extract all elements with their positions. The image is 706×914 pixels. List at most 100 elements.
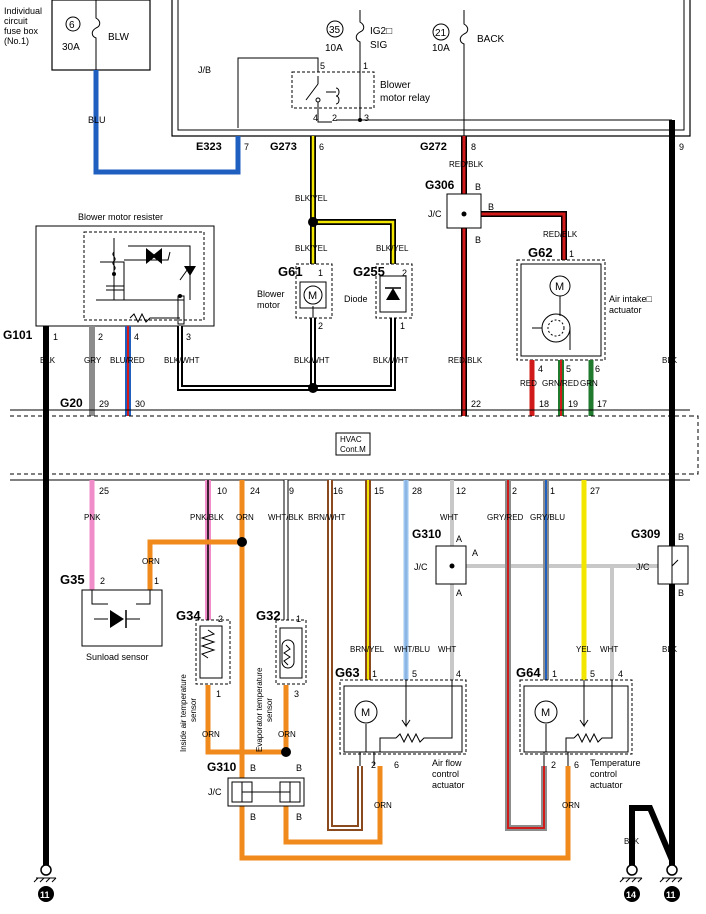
svg-text:B: B xyxy=(296,763,302,773)
svg-text:B: B xyxy=(475,182,481,192)
svg-text:G32: G32 xyxy=(256,608,281,623)
svg-text:sensor: sensor xyxy=(265,698,274,722)
svg-text:19: 19 xyxy=(568,399,578,409)
wire-orn-g63 xyxy=(283,766,383,845)
svg-text:21: 21 xyxy=(435,28,447,39)
svg-text:A: A xyxy=(456,534,462,544)
svg-text:RED/BLK: RED/BLK xyxy=(448,356,483,365)
svg-text:8: 8 xyxy=(471,142,476,152)
g61-blower-motor: M G61 1 2 Blower motor xyxy=(257,263,333,331)
svg-text:M: M xyxy=(555,281,564,293)
svg-text:J/C: J/C xyxy=(208,787,222,797)
svg-text:Blower: Blower xyxy=(380,80,411,91)
svg-text:1: 1 xyxy=(216,689,221,699)
svg-text:G310: G310 xyxy=(207,760,237,774)
svg-text:M: M xyxy=(361,707,370,719)
svg-text:2: 2 xyxy=(512,486,517,496)
g63-air-flow-control-actuator: M G63 1 5 4 2 6 Air flow control actuato… xyxy=(335,665,467,790)
svg-text:1: 1 xyxy=(550,486,555,496)
svg-text:1: 1 xyxy=(318,268,323,278)
svg-text:Diode: Diode xyxy=(344,294,368,304)
svg-text:J/C: J/C xyxy=(414,562,428,572)
svg-text:ORN: ORN xyxy=(142,557,160,566)
svg-text:17: 17 xyxy=(597,399,607,409)
svg-text:control: control xyxy=(432,769,459,779)
svg-text:2: 2 xyxy=(551,760,556,770)
blower-motor-relay: 5 1 4 2 3 Blower motor relay xyxy=(237,57,672,128)
svg-text:6: 6 xyxy=(595,364,600,374)
svg-text:1: 1 xyxy=(552,669,557,679)
svg-text:3: 3 xyxy=(186,332,191,342)
svg-text:GRN: GRN xyxy=(580,379,598,388)
g310-top-junction: J/C G310 A A A xyxy=(412,527,478,598)
svg-text:HVAC: HVAC xyxy=(340,435,362,444)
e323-label: E323 xyxy=(196,141,222,153)
svg-text:IG2□: IG2□ xyxy=(370,26,392,37)
svg-text:G61: G61 xyxy=(278,264,303,279)
svg-text:B: B xyxy=(296,812,302,822)
g273-label: G273 xyxy=(270,141,297,153)
svg-text:YEL: YEL xyxy=(576,645,592,654)
svg-text:ORN: ORN xyxy=(236,513,254,522)
svg-text:GRY/BLU: GRY/BLU xyxy=(530,513,565,522)
svg-text:Evaporator temperature: Evaporator temperature xyxy=(255,667,264,752)
svg-text:1: 1 xyxy=(363,61,368,71)
svg-text:BLK/WHT: BLK/WHT xyxy=(294,356,330,365)
g32-evaporator-temperature-sensor: G32 1 3 Evaporator temperature sensor xyxy=(255,608,307,752)
fuse-back: 21 10A BACK xyxy=(432,10,505,136)
svg-text:6: 6 xyxy=(574,760,579,770)
g34-inside-air-temperature-sensor: G34 2 1 Inside air temperature sensor xyxy=(176,608,231,752)
svg-text:1: 1 xyxy=(154,576,159,586)
svg-text:BLK: BLK xyxy=(662,645,678,654)
svg-text:BLK/YEL: BLK/YEL xyxy=(295,244,328,253)
svg-text:4: 4 xyxy=(313,113,318,123)
junction-block-frame xyxy=(51,0,691,137)
wire-blk-wht-loop xyxy=(177,306,396,393)
fuse-box-label: Individual circuit fuse box (No.1) xyxy=(4,6,45,46)
svg-text:ORN: ORN xyxy=(202,730,220,739)
svg-text:J/C: J/C xyxy=(636,562,650,572)
svg-text:B: B xyxy=(475,235,481,245)
svg-text:BLK: BLK xyxy=(624,837,640,846)
svg-text:1: 1 xyxy=(569,249,574,259)
svg-text:G20: G20 xyxy=(60,396,83,410)
jb-label: J/B xyxy=(198,65,211,75)
ground-11-left: 11 xyxy=(33,864,57,902)
svg-text:B: B xyxy=(678,588,684,598)
svg-text:18: 18 xyxy=(539,399,549,409)
svg-text:2: 2 xyxy=(98,332,103,342)
svg-text:BRN/WHT: BRN/WHT xyxy=(308,513,345,522)
ground-11-right: 11 xyxy=(659,864,683,902)
wire-brn-wht xyxy=(327,480,363,831)
g310-bottom-junction: J/C G310 B B B B xyxy=(207,760,305,822)
svg-text:27: 27 xyxy=(590,486,600,496)
svg-text:4: 4 xyxy=(456,669,461,679)
g64-temperature-control-actuator: M G64 1 5 4 2 6 Temperature control actu… xyxy=(516,665,641,790)
svg-text:10A: 10A xyxy=(325,43,343,54)
svg-text:GRY/RED: GRY/RED xyxy=(487,513,524,522)
svg-text:RED: RED xyxy=(520,379,537,388)
svg-text:PNK: PNK xyxy=(84,513,101,522)
svg-text:7: 7 xyxy=(244,142,249,152)
svg-text:10A: 10A xyxy=(432,43,450,54)
svg-text:Sunload sensor: Sunload sensor xyxy=(86,652,149,662)
wire-blk-ground14 xyxy=(629,805,675,866)
svg-text:ORN: ORN xyxy=(278,730,296,739)
ground-14: 14 xyxy=(619,864,643,902)
wire-blk-yel xyxy=(308,136,396,264)
svg-text:BLK/YEL: BLK/YEL xyxy=(295,194,328,203)
svg-text:BLK/WHT: BLK/WHT xyxy=(164,356,200,365)
svg-text:14: 14 xyxy=(626,890,636,900)
svg-text:2: 2 xyxy=(402,268,407,278)
svg-text:9: 9 xyxy=(679,142,684,152)
svg-text:G310: G310 xyxy=(412,527,442,541)
g62-air-intake-actuator: M G62 1 4 5 6 Air intake□ actuator xyxy=(516,245,653,374)
svg-text:4: 4 xyxy=(134,332,139,342)
svg-text:G306: G306 xyxy=(425,178,455,192)
svg-text:BRN/YEL: BRN/YEL xyxy=(350,645,385,654)
wire-red-blk xyxy=(461,136,567,416)
svg-text:30: 30 xyxy=(135,399,145,409)
svg-text:PNK/BLK: PNK/BLK xyxy=(190,513,224,522)
svg-text:1: 1 xyxy=(296,614,301,624)
